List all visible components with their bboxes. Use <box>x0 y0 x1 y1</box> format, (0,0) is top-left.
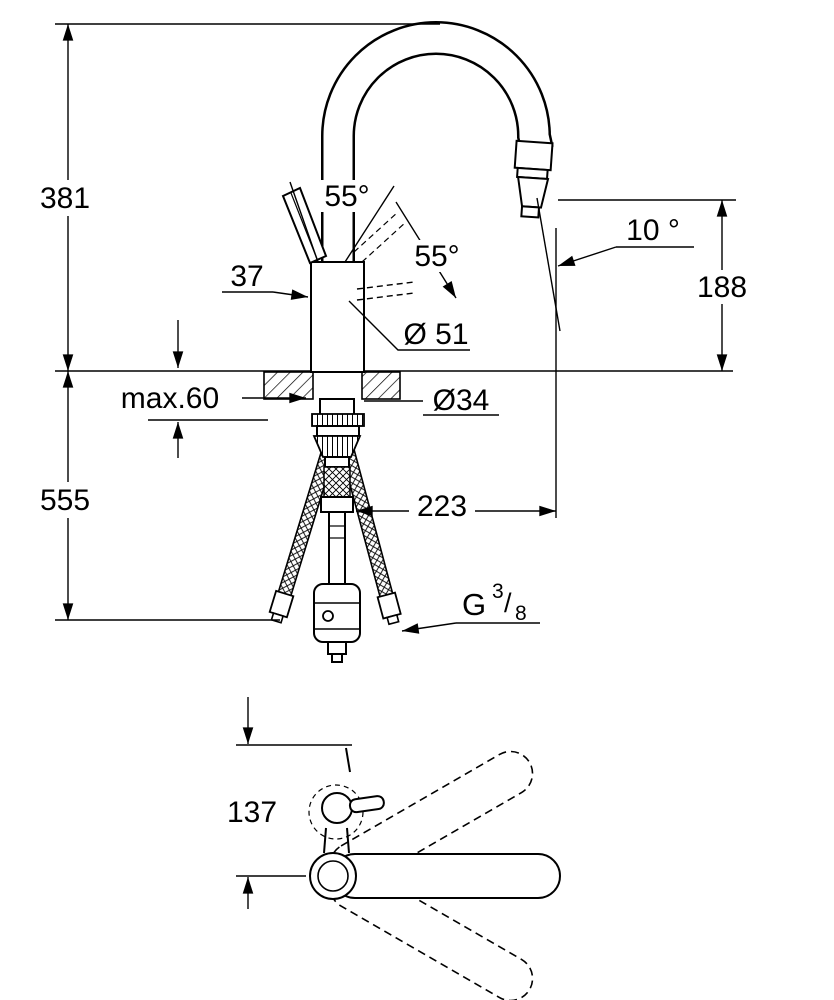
dim-188-label: 188 <box>697 271 747 304</box>
base-plan <box>309 852 357 900</box>
deck-section-left <box>263 371 314 400</box>
faucet-body <box>310 261 365 373</box>
dimension-137: 137 <box>227 697 352 909</box>
dimension-dia34: Ø34 <box>364 384 499 417</box>
leader-line <box>272 289 309 300</box>
pull-out-spray-head <box>513 139 554 219</box>
dimension-thread: G 3 / 8 <box>401 580 540 634</box>
dimension-381: 381 <box>32 23 440 371</box>
dimension-37: 37 <box>222 260 309 300</box>
hose-sleeve <box>323 466 351 498</box>
dimension-188: 188 <box>558 199 755 371</box>
dia-51-label: Ø 51 <box>403 318 468 351</box>
mounting-cone <box>312 435 362 458</box>
dimension-max60: max.60 <box>121 320 306 458</box>
lever-up-tip <box>345 747 351 773</box>
front-view <box>55 21 733 663</box>
angle-line <box>344 185 395 263</box>
dimensions: 381 555 max.60 37 55° <box>32 23 755 909</box>
spout-arm-plan <box>332 853 561 899</box>
dia-34-label: Ø34 <box>433 384 490 417</box>
dimension-55-side: 55° <box>395 201 464 299</box>
handle-lever-plan <box>348 795 385 814</box>
handle-plan <box>321 792 353 824</box>
hose-weight <box>313 583 361 643</box>
dimension-555: 555 <box>32 371 280 621</box>
angle-10-label: 10 ° <box>626 214 680 247</box>
leader-line <box>348 300 470 351</box>
handle-lever-alt <box>353 211 399 253</box>
thread-label: G 3 / 8 <box>462 580 527 625</box>
dimension-dia51: Ø 51 <box>348 300 470 351</box>
dim-37-label: 37 <box>230 260 263 293</box>
dimension-55-front: 55° <box>320 180 374 213</box>
mounting-shank-assembly <box>311 398 365 663</box>
dim-max60-label: max.60 <box>121 382 219 415</box>
mounting-nut <box>311 413 365 427</box>
dim-555-label: 555 <box>40 484 90 517</box>
dim-137-label: 137 <box>227 796 277 829</box>
dim-223-label: 223 <box>417 490 467 523</box>
angle-55-front-label: 55° <box>324 180 369 213</box>
angle-55-side-label: 55° <box>414 240 459 273</box>
leader-line <box>401 622 457 634</box>
dim-381-label: 381 <box>40 182 90 215</box>
deck-section-right <box>361 371 401 400</box>
dimension-223: 223 <box>356 228 557 523</box>
top-view <box>308 747 561 1000</box>
pullout-hose <box>328 511 346 585</box>
supply-hose-right <box>340 449 402 626</box>
leader-line <box>557 246 617 267</box>
angle-line <box>289 181 319 263</box>
dimension-10deg: 10 ° <box>536 197 694 332</box>
